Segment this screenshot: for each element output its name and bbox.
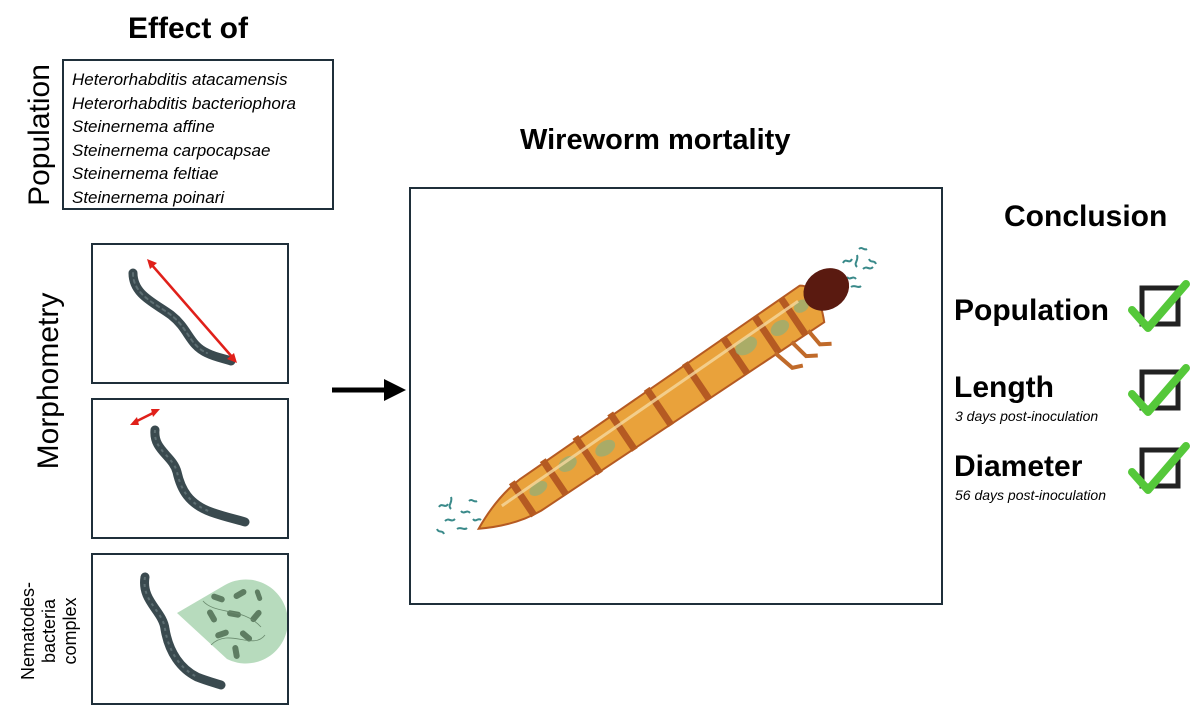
species-item: Heterorhabditis atacamensis: [72, 70, 288, 89]
wireworm-mortality-title: Wireworm mortality: [520, 124, 791, 156]
species-item: Steinernema affine: [72, 117, 215, 136]
nematode-bacteria-box: [91, 553, 289, 705]
conclusion-length-label: Length: [954, 371, 1054, 404]
red-double-arrow-icon: [130, 409, 160, 425]
complex-label-line: bacteria: [39, 598, 59, 664]
species-item: Steinernema carpocapsae: [72, 140, 271, 160]
species-item: Heterorhabditis bacteriophora: [72, 93, 296, 113]
wireworm-image-box: [409, 187, 943, 605]
population-vertical-label: Population: [23, 64, 56, 206]
conclusion-diameter-label: Diameter: [954, 450, 1083, 483]
diameter-check: [1128, 442, 1190, 500]
checkbox-icon: [1139, 285, 1181, 327]
species-list-box: Heterorhabditis atacamensis Heterorhabdi…: [62, 59, 334, 210]
green-check-icon: [1128, 364, 1190, 416]
checkbox-icon: [1139, 369, 1181, 411]
nematode-icon: [128, 268, 236, 366]
conclusion-diameter-note: 56 days post-inoculation: [955, 487, 1106, 503]
conclusion-title: Conclusion: [1004, 200, 1168, 233]
green-check-icon: [1128, 280, 1190, 332]
conclusion-length-note: 3 days post-inoculation: [955, 408, 1099, 424]
bacteria-bubble-icon: [177, 579, 287, 664]
nematode-icon: [140, 572, 226, 690]
green-check-icon: [1128, 442, 1190, 494]
length-check: [1128, 364, 1190, 422]
species-item: Steinernema poinari: [72, 187, 225, 207]
nematode-cluster-icon: [436, 496, 482, 535]
morphometry-length-box: [91, 243, 289, 384]
morphometry-diameter-box: [91, 398, 289, 539]
morphometry-vertical-label: Morphometry: [32, 292, 65, 470]
species-item: Steinernema feltiae: [72, 164, 219, 183]
nematode-cluster-icon: [842, 247, 877, 288]
population-check: [1128, 280, 1190, 338]
black-right-arrow-icon: [332, 379, 406, 401]
checkbox-icon: [1139, 447, 1181, 489]
effect-of-title: Effect of: [128, 12, 248, 45]
wireworm-larva-icon: [436, 247, 877, 535]
nematode-icon: [150, 425, 250, 527]
complex-label-line: complex: [60, 597, 80, 665]
red-double-arrow-icon: [147, 259, 237, 363]
complex-label-line: Nematodes-: [18, 581, 38, 681]
conclusion-population-label: Population: [954, 294, 1109, 327]
complex-vertical-label: Nematodes- bacteria complex: [18, 556, 90, 706]
